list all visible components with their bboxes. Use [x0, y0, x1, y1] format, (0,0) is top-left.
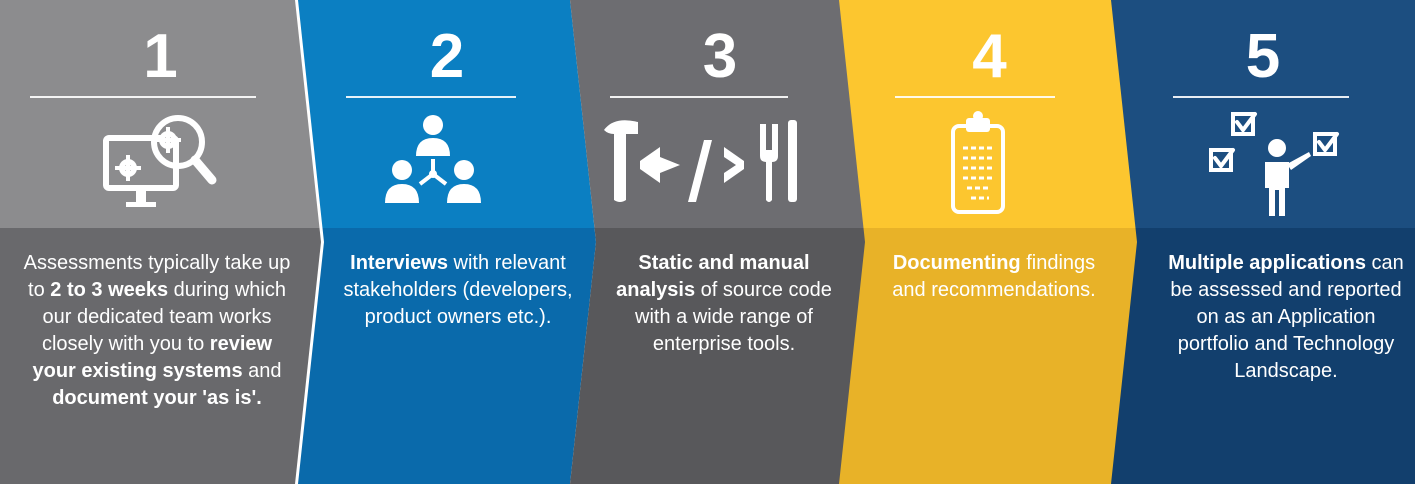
step-3-description-segment: of source code with a wide range of ente… [635, 279, 832, 355]
presenter-checklist-icon [1209, 112, 1339, 216]
step-4-divider [895, 96, 1055, 98]
step-4-background [839, 0, 1140, 484]
step-2-panel: 2 Interviews with relevant stakeholders … [298, 0, 596, 484]
step-2-background [298, 0, 596, 484]
step-1-panel: 1 Assessments typically take up [0, 0, 321, 484]
step-1-description-segment: during which our dedicated team works cl… [41, 279, 286, 355]
step-3-panel: 3 Static and manual analysis of source c… [570, 0, 870, 484]
step-1-background [0, 0, 321, 484]
step-5-panel: 5 Multiple applications can be assessed … [1111, 0, 1415, 484]
step-3-body-band [570, 228, 870, 484]
step-2-number: 2 [429, 22, 465, 91]
step-1-description: Assessments typically take up to 2 to 3 … [22, 250, 292, 412]
step-1-number: 1 [143, 22, 178, 91]
step-1-description-segment: document your 'as is'. [52, 387, 262, 409]
step-1-divider [30, 96, 256, 98]
step-2-body-band [298, 228, 596, 484]
step-5-header-band [1111, 0, 1415, 228]
step-5-divider [1173, 96, 1349, 98]
step-1-body-band [0, 228, 321, 484]
step-1-description-segment: review your existing systems [32, 333, 273, 382]
step-3-description-segment: Static and manual analysis [616, 252, 810, 301]
step-5-description: Multiple applications can be assessed an… [1161, 250, 1411, 385]
step-2-header-band [298, 0, 595, 228]
code-tools-icon [604, 120, 797, 202]
step-5-description-segment: Multiple applications [1168, 252, 1366, 274]
step-4-header-band [839, 0, 1139, 228]
step-5-number: 5 [1245, 22, 1281, 91]
step-4-description: Documenting findings and recommendations… [879, 250, 1109, 304]
step-4-number: 4 [972, 22, 1007, 91]
step-2-description-segment: with relevant stakeholders (developers, … [343, 252, 573, 328]
step-4-description-segment: Documenting [892, 252, 1021, 274]
step-4-description-segment: findings and recommendations. [892, 252, 1096, 301]
step-5-body-band [1111, 228, 1415, 484]
step-2-divider [346, 96, 516, 98]
step-5-description-segment: can be assessed and reported on as an Ap… [1170, 252, 1404, 382]
step-4-body-band [839, 228, 1140, 484]
step-1-header-band [0, 0, 320, 228]
step-3-description: Static and manual analysis of source cod… [604, 250, 844, 358]
step-1-description-segment: Assessments typically take up to [23, 252, 291, 301]
step-3-number: 3 [702, 22, 738, 91]
stakeholders-network-icon [385, 115, 481, 203]
step-3-divider [610, 96, 788, 98]
step-5-background [1111, 0, 1415, 484]
step-1-description-segment: and [242, 360, 282, 382]
step-1-description-segment: 2 to 3 weeks [50, 279, 169, 301]
step-2-description-segment: Interviews [350, 252, 448, 274]
step-2-description: Interviews with relevant stakeholders (d… [338, 250, 578, 331]
clipboard-icon [951, 111, 1005, 214]
monitor-gears-magnifier-icon [103, 115, 217, 207]
step-4-panel: 4 Documenting findings and recommendatio… [839, 0, 1140, 484]
